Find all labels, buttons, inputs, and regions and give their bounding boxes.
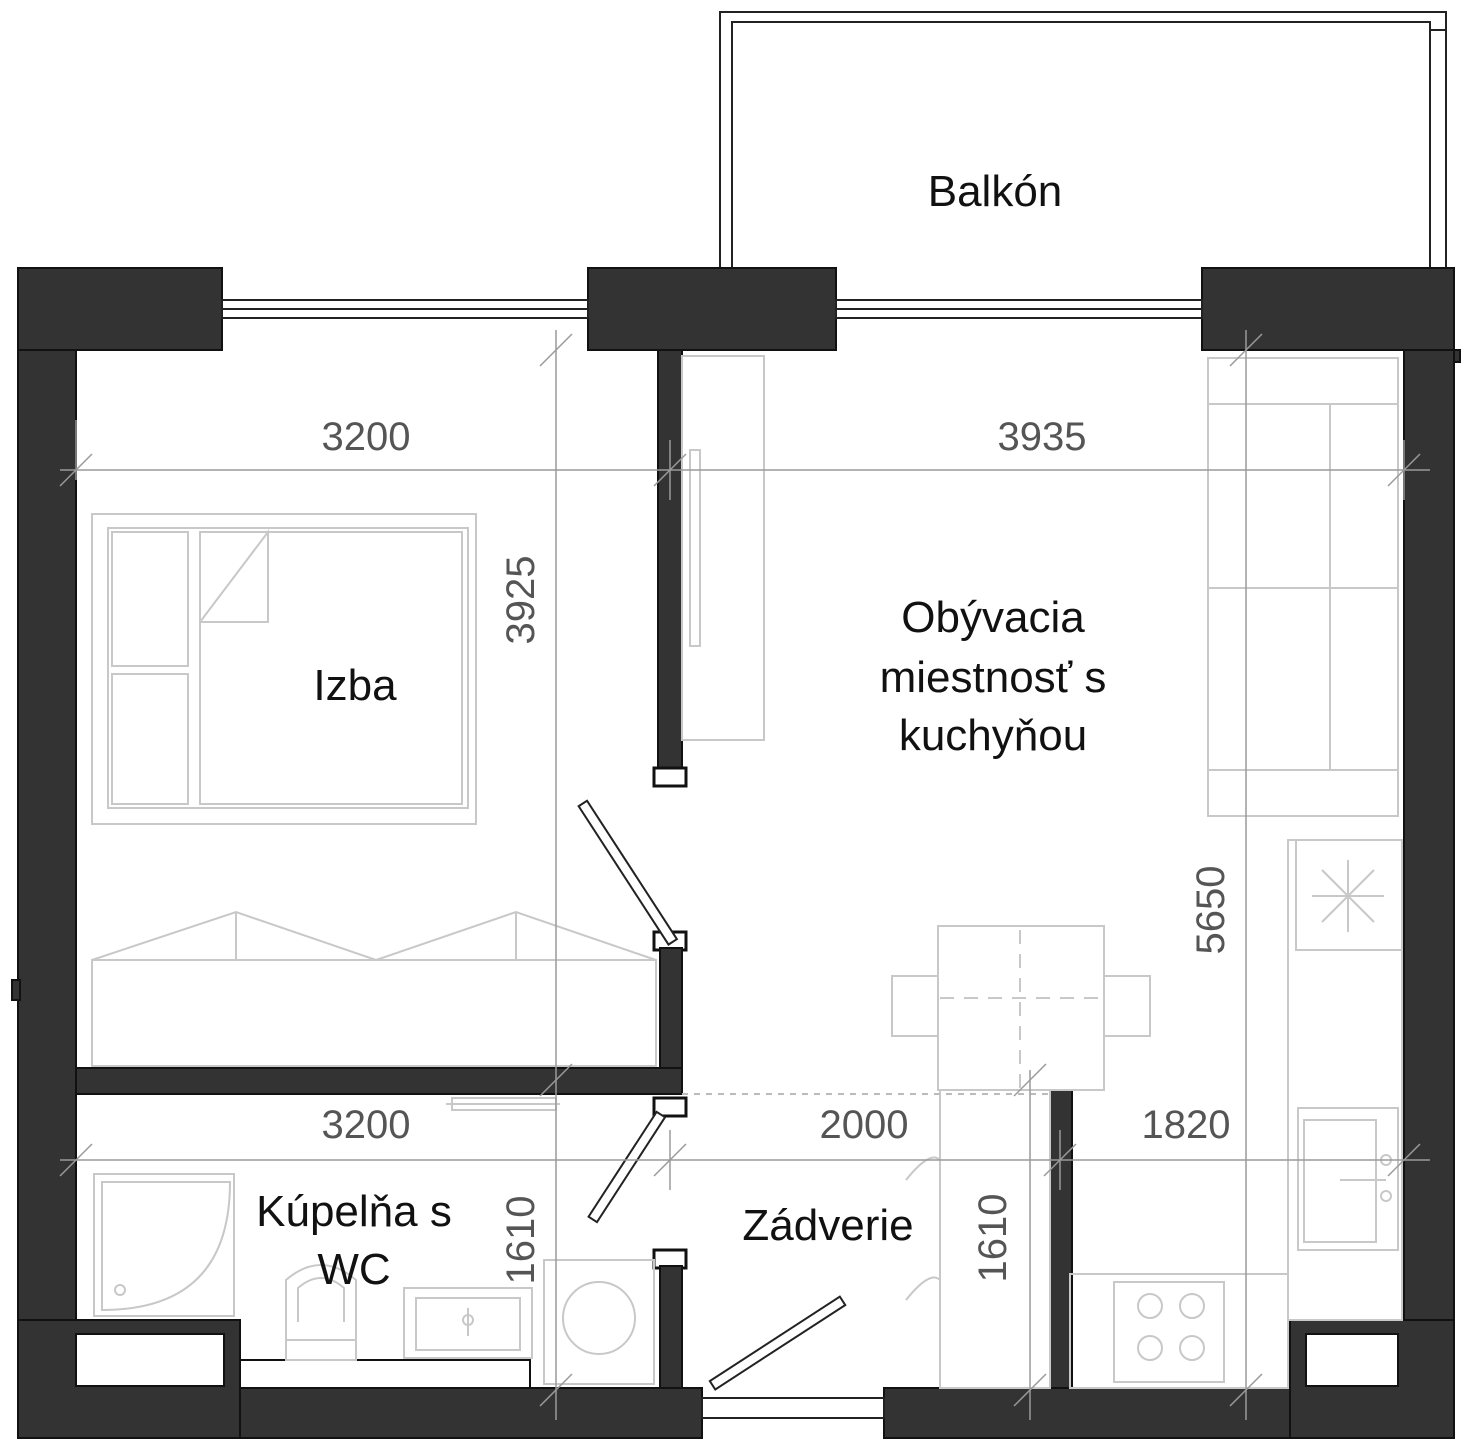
dim-hall-width: 2000 xyxy=(820,1103,909,1147)
label-hall: Zádverie xyxy=(742,1201,913,1250)
windows xyxy=(221,299,1203,1419)
label-living-line3: kuchyňou xyxy=(899,711,1087,760)
dim-living-width: 3935 xyxy=(998,415,1087,459)
label-balcony: Balkón xyxy=(928,167,1063,216)
label-bathroom-line2: WC xyxy=(317,1245,390,1294)
washbasin xyxy=(403,1287,533,1359)
dim-bathroom-depth: 1610 xyxy=(499,1196,543,1285)
dim-bedroom-depth: 3925 xyxy=(499,556,543,645)
tv-unit xyxy=(681,355,765,741)
label-living-line1: Obývacia xyxy=(901,593,1085,642)
label-bedroom: Izba xyxy=(313,661,397,710)
double-bed xyxy=(91,513,477,825)
washing-machine xyxy=(543,1259,655,1385)
label-living-line2: miestnosť s xyxy=(880,653,1107,702)
doors xyxy=(577,799,847,1391)
towel-radiator xyxy=(446,1097,560,1111)
wardrobe xyxy=(91,910,657,1067)
label-bathroom-line1: Kúpelňa s xyxy=(256,1187,452,1236)
shower-tray xyxy=(93,1173,235,1317)
dim-living-depth: 5650 xyxy=(1189,866,1233,955)
dim-bathroom-width: 3200 xyxy=(322,1103,411,1147)
exterior-walls xyxy=(11,267,1461,1439)
dim-hall-depth: 1610 xyxy=(971,1194,1015,1283)
interior-walls xyxy=(75,349,1073,1389)
dim-kitchen-width: 1820 xyxy=(1142,1103,1231,1147)
dining-table xyxy=(891,925,1151,1091)
dim-bedroom-width: 3200 xyxy=(322,415,411,459)
kitchen-counter xyxy=(1069,839,1403,1389)
sofa xyxy=(1207,357,1399,817)
balcony-railing xyxy=(719,11,1447,268)
toilet xyxy=(285,1264,357,1361)
dimension-lines xyxy=(59,330,1430,1420)
